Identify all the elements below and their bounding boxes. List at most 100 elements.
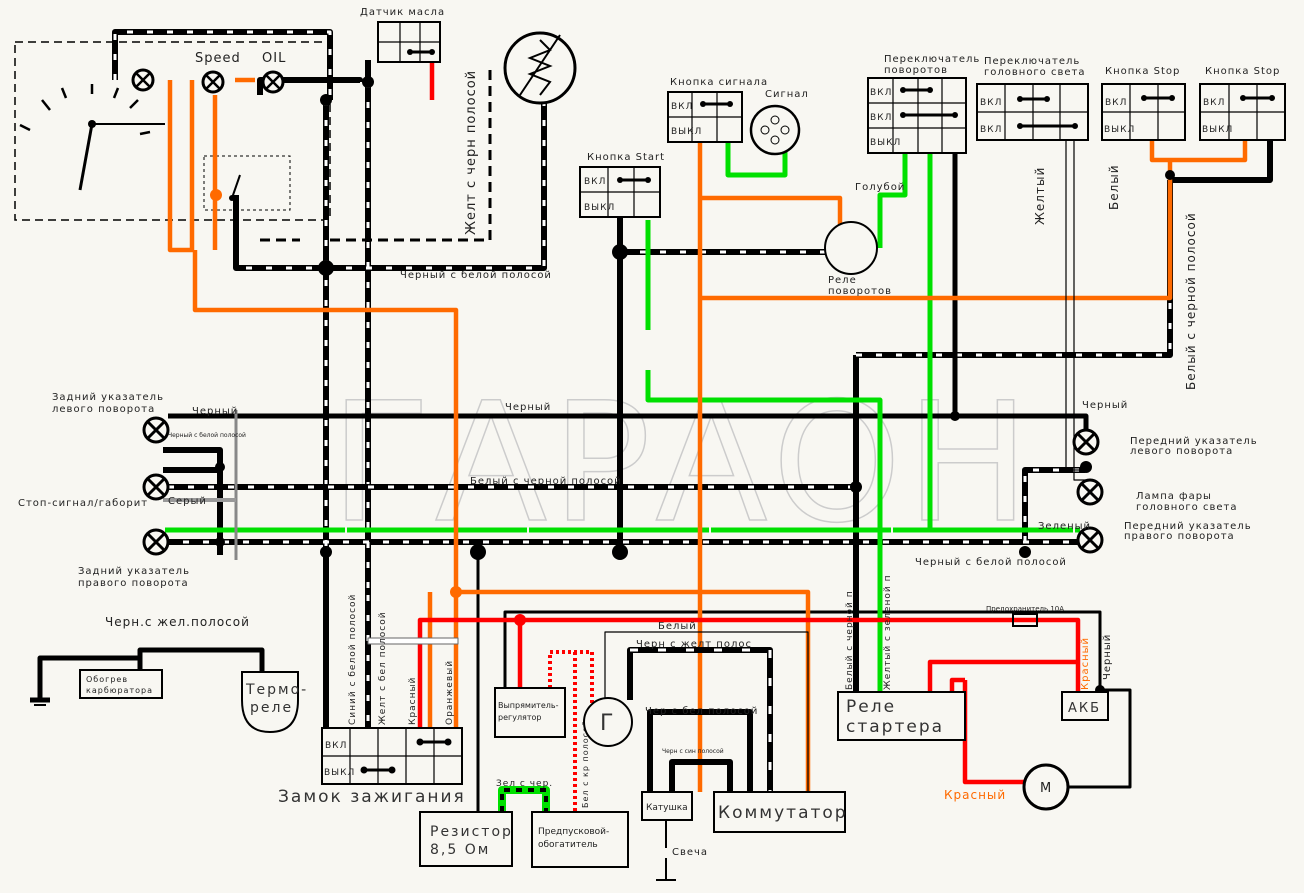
wire-label-black-left: Черный xyxy=(192,406,238,417)
resistor-label-1: Резистор xyxy=(430,824,513,840)
headlight-switch-label-1: Переключатель xyxy=(984,56,1080,67)
on-label: ВКЛ xyxy=(870,88,892,98)
starter-motor-icon: М xyxy=(1022,763,1070,811)
front-left-turn-lamp-icon xyxy=(1072,428,1100,456)
on-label: ВКЛ xyxy=(671,102,693,112)
starter-relay: Реле стартера xyxy=(837,691,966,741)
stop-button-1-label: Кнопка Stop xyxy=(1105,66,1180,77)
turn-switch-label-2: поворотов xyxy=(884,65,948,76)
horn-button: Кнопка сигнала ВКЛ ВЫКЛ xyxy=(667,77,768,143)
wire-label-red-lock: Красный xyxy=(408,677,418,725)
rear-right-turn-label-1: Задний указатель xyxy=(78,566,190,577)
wire-label-black-white-coil: Чер с бел полосой xyxy=(645,706,758,717)
ignition-lock-label: Замок зажигания xyxy=(278,787,466,807)
thermo-relay-label-1: Термо- xyxy=(245,682,308,698)
thermo-relay-label-2: реле xyxy=(250,700,293,716)
choke-label-2: обогатитель xyxy=(538,840,598,850)
wire-label-white-black-v: Белый с черной полосой xyxy=(1184,212,1198,390)
ignition-coil: Катушка xyxy=(641,791,693,821)
carb-heater: Обогрев карбюратора xyxy=(79,669,163,699)
wire-label-white-red: Бел с кр полосой xyxy=(581,720,590,808)
temperature-sensor-icon xyxy=(503,31,577,105)
rear-left-turn-label-1: Задний указатель xyxy=(52,392,164,403)
wire-label-black-yellow: Черн.с жел.полосой xyxy=(105,615,250,629)
wire-label-white-black-relay: Белый с черной п xyxy=(845,590,855,690)
rear-right-turn-lamp-icon xyxy=(142,528,170,556)
horn-icon: Сигнал xyxy=(749,89,808,156)
ignition-lock: ВКЛ ВЫКЛ Замок зажигания xyxy=(278,727,466,807)
battery-label: АКБ xyxy=(1068,701,1101,716)
starter-relay-label-2: стартера xyxy=(846,717,944,737)
speed-lamp-icon xyxy=(131,68,155,92)
wire-label-black-white-small: Черный с белой полосой xyxy=(168,432,246,439)
on-label: ВКЛ xyxy=(1203,98,1225,108)
rear-left-turn-lamp-icon xyxy=(142,416,170,444)
on-label: ВКЛ xyxy=(1105,98,1127,108)
wire-label-yellow-green: Желтый с зеленой п xyxy=(883,575,893,690)
thermo-relay: Термо- реле xyxy=(241,671,308,734)
rear-right-turn-label-2: правого поворота xyxy=(78,578,189,589)
on-label: ВКЛ xyxy=(325,741,347,751)
generator-icon: Г xyxy=(583,697,633,747)
fuse-label: Предохранитель 10А xyxy=(986,605,1064,613)
headlamp-icon xyxy=(1076,478,1104,506)
headlight-switch-label-2: головного света xyxy=(984,67,1085,78)
wire-label-red-batt: Красный xyxy=(1080,637,1091,690)
ground-icon xyxy=(30,699,50,706)
stop-button-1: Кнопка Stop ВКЛ ВЫКЛ xyxy=(1101,66,1186,141)
commutator: Коммутатор xyxy=(713,791,848,833)
oil-sensor-label: Датчик масла xyxy=(360,7,445,18)
wire-label-black-white-2: Черный с белой полосой xyxy=(915,557,1067,568)
front-left-turn-label-2: левого поворота xyxy=(1130,446,1233,457)
rectifier-label-1: Выпрямитель- xyxy=(498,701,559,710)
stop-lamp-icon xyxy=(142,473,170,501)
off-label: ВЫКЛ xyxy=(1202,125,1233,135)
speed-lamp-2-icon xyxy=(201,70,225,94)
wire-label-orange-lock: Оранжевый xyxy=(445,660,455,725)
wire-label-grey: Серый xyxy=(168,496,207,507)
wire-label-black-top: Черный xyxy=(505,402,551,413)
wire-label-yellow-black: Желт с черн полосой xyxy=(464,70,479,235)
front-right-turn-label-2: правого поворота xyxy=(1124,531,1235,542)
rectifier-label-2: регулятор xyxy=(498,713,542,722)
front-left-turn-label-1: Передний указатель xyxy=(1130,436,1258,447)
wire-label-white-black: Белый с черной полосой xyxy=(470,476,622,487)
instrument-cluster: Speed OIL xyxy=(14,41,331,221)
stop-button-2: Кнопка Stop ВКЛ ВЫКЛ xyxy=(1199,66,1286,141)
on-label: ВКЛ xyxy=(870,113,892,123)
stop-button-2-label: Кнопка Stop xyxy=(1205,66,1280,77)
off-label: ВЫКЛ xyxy=(324,768,355,778)
wire-label-yellow-white: Желт с бел полосой xyxy=(378,611,388,725)
off-label: ВЫКЛ xyxy=(1104,125,1135,135)
commutator-label: Коммутатор xyxy=(718,803,848,823)
start-button-label: Кнопка Start xyxy=(587,152,665,163)
off-label: ВЫКЛ xyxy=(870,138,901,148)
start-button: Кнопка Start ВКЛ ВЫКЛ xyxy=(579,152,665,218)
wires xyxy=(30,29,1273,881)
carb-heater-label-2: карбюратора xyxy=(86,686,153,695)
wire-label-black-right: Черный xyxy=(1082,400,1128,411)
oil-sensor: Датчик масла xyxy=(360,7,445,63)
horn-button-label: Кнопка сигнала xyxy=(670,77,768,88)
on-label: ВКЛ xyxy=(980,98,1002,108)
on-label: ВКЛ xyxy=(980,125,1002,135)
rear-left-turn-label-2: левого поворота xyxy=(52,404,155,415)
on-label: ВКЛ xyxy=(584,177,606,187)
oil-label: OIL xyxy=(262,51,286,66)
turn-switch: Переключатель поворотов ВКЛ ВКЛ ВЫКЛ xyxy=(867,54,980,154)
carb-heater-label-1: Обогрев xyxy=(86,675,128,684)
wire-label-black-yellow-gen: Черн с желт полос xyxy=(636,639,752,650)
starter-relay-label-1: Реле xyxy=(846,697,896,717)
front-right-turn-lamp-icon xyxy=(1076,526,1104,554)
choke: Предпусковой- обогатитель xyxy=(531,811,629,868)
wire-label-white-gen: Белый xyxy=(658,621,697,632)
wire-label-black-blue: Черн с син полосой xyxy=(662,748,724,755)
wire-label-red-motor: Красный xyxy=(944,788,1006,802)
turn-switch-label-1: Переключатель xyxy=(884,54,980,65)
front-right-turn-label-1: Передний указатель xyxy=(1124,521,1252,532)
coil-label: Катушка xyxy=(646,803,688,813)
speed-label: Speed xyxy=(195,51,241,66)
wire-label-green: Зеленый xyxy=(1038,521,1091,532)
wire-label-blue: Голубой xyxy=(855,182,905,193)
